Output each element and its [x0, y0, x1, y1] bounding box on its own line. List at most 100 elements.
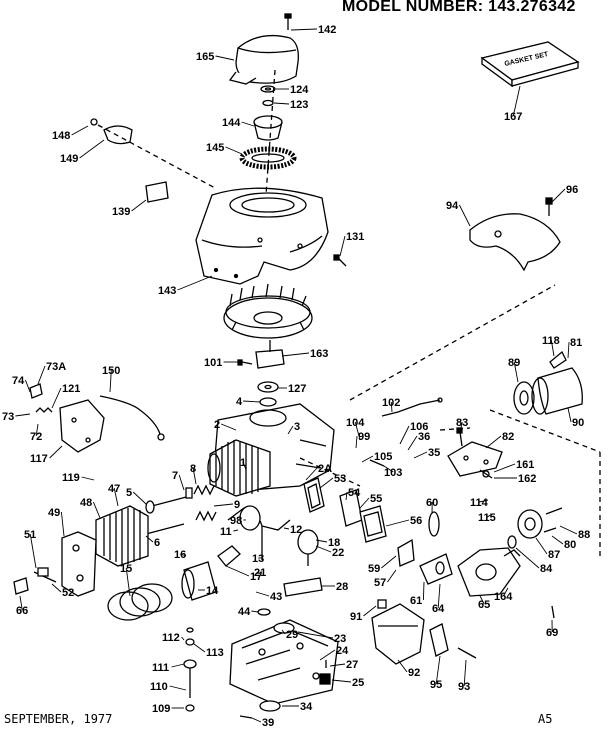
leader-80	[551, 535, 564, 545]
part-label-115: 115	[478, 512, 496, 524]
part-label-101: 101	[204, 357, 222, 369]
part-label-118: 118	[542, 335, 560, 347]
leader-56	[385, 519, 410, 527]
part-label-87: 87	[548, 549, 560, 561]
leader-27	[329, 663, 346, 667]
part-label-74: 74	[12, 375, 25, 387]
lever-73A	[29, 383, 43, 399]
part-label-69: 69	[546, 627, 558, 639]
part-label-88: 88	[578, 529, 590, 541]
leader-164	[502, 587, 509, 597]
screw-131	[333, 254, 347, 267]
leader-48	[92, 501, 101, 519]
leader-117	[49, 445, 63, 459]
leader-24	[319, 649, 336, 661]
leader-105	[361, 455, 374, 463]
plug-25	[319, 673, 331, 685]
part-label-43: 43	[270, 591, 282, 603]
air-cleaner-cover	[228, 34, 299, 85]
washer-44	[257, 608, 271, 616]
leader-47	[113, 487, 119, 507]
part-label-119: 119	[62, 472, 80, 484]
part-label-94: 94	[446, 200, 459, 212]
leader-82	[485, 435, 502, 449]
leader-91	[363, 605, 377, 617]
blower-housing	[195, 187, 329, 285]
part-label-44: 44	[238, 606, 251, 618]
valve-spring-9	[195, 510, 217, 522]
part-label-6: 6	[154, 537, 160, 549]
screw-142	[284, 13, 292, 30]
part-label-56: 56	[410, 515, 422, 527]
leader-118	[550, 339, 555, 357]
leader-131	[339, 235, 346, 257]
gasket-set-box: GASKET SET	[480, 41, 580, 88]
part-label-164: 164	[494, 591, 513, 603]
leader-99	[355, 435, 358, 449]
part-label-93: 93	[458, 681, 470, 693]
leader-2	[221, 423, 237, 431]
part-label-16: 16	[174, 549, 186, 561]
air-vane-94	[469, 213, 561, 272]
wrench-66	[13, 577, 29, 595]
leader-161	[493, 463, 516, 473]
leader-23	[297, 631, 334, 639]
part-label-3: 3	[294, 421, 300, 433]
part-label-7: 7	[172, 470, 178, 482]
leader-15	[125, 567, 131, 597]
leader-12	[283, 527, 290, 530]
part-label-2: 2	[214, 419, 220, 431]
part-label-65: 65	[478, 599, 490, 611]
part-label-18: 18	[328, 537, 340, 549]
model-number-heading: MODEL NUMBER: 143.276342	[342, 0, 576, 16]
piston-14	[181, 561, 217, 601]
leader-39	[251, 717, 262, 723]
part-label-149: 149	[60, 153, 78, 165]
leader-55	[359, 497, 370, 509]
leader-104	[354, 421, 361, 441]
spring-72	[35, 407, 53, 413]
decal-139	[145, 181, 169, 203]
part-label-95: 95	[430, 679, 442, 691]
leader-111	[171, 663, 185, 668]
leader-142	[290, 28, 318, 31]
part-label-52: 52	[62, 587, 74, 599]
part-label-113: 113	[206, 647, 224, 659]
carburetor	[457, 547, 521, 597]
leader-16	[180, 553, 187, 557]
part-label-162: 162	[518, 473, 536, 485]
part-label-61: 61	[410, 595, 422, 607]
pin-69	[551, 605, 555, 619]
leader-6	[145, 535, 154, 543]
part-label-143: 143	[158, 285, 176, 297]
starter-90	[531, 367, 583, 415]
part-number-labels: 1421651241231441451481491391431311679496…	[2, 24, 590, 729]
leader-lines	[15, 28, 578, 723]
leader-144	[241, 121, 255, 127]
part-label-148: 148	[52, 130, 70, 142]
fan-retainer-163	[255, 340, 285, 369]
part-label-23: 23	[334, 633, 346, 645]
leader-121	[51, 387, 62, 409]
leader-149	[79, 139, 105, 159]
leader-54	[345, 491, 348, 501]
leader-150	[109, 369, 112, 393]
part-label-127: 127	[288, 383, 306, 395]
part-label-12: 12	[290, 524, 302, 536]
gasket-60	[428, 511, 440, 537]
part-label-105: 105	[374, 451, 392, 463]
part-label-131: 131	[346, 231, 364, 243]
part-label-55: 55	[370, 493, 382, 505]
part-label-81: 81	[570, 337, 582, 349]
part-label-90: 90	[572, 417, 584, 429]
part-label-139: 139	[112, 206, 130, 218]
leader-89	[513, 361, 519, 383]
part-label-4: 4	[236, 396, 243, 408]
leader-84	[515, 547, 540, 569]
leader-167	[512, 85, 521, 117]
part-label-84: 84	[540, 563, 553, 575]
leader-95	[435, 655, 441, 685]
muffler	[371, 603, 425, 665]
starter-cup-89	[513, 381, 535, 415]
